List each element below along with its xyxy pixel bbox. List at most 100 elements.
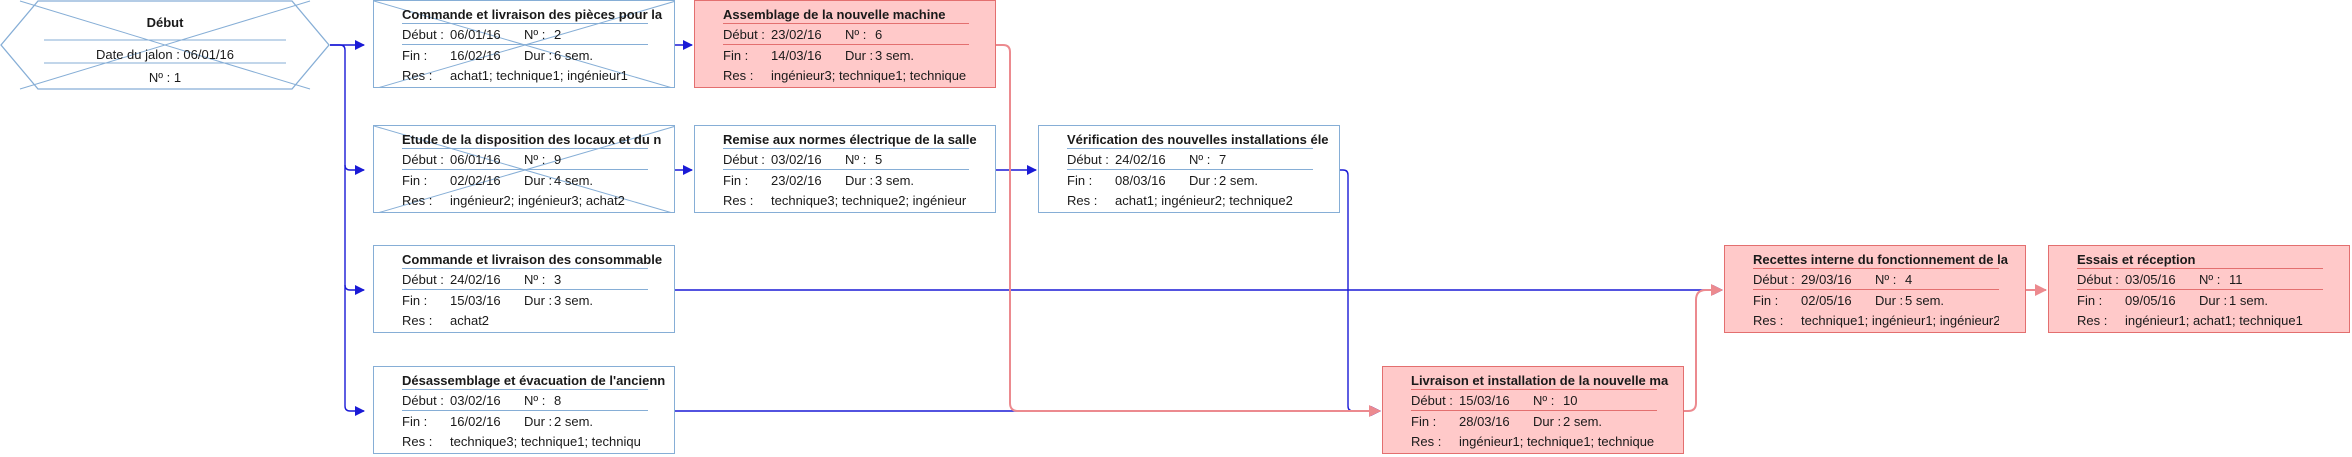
task-title: Essais et réception — [2077, 252, 2196, 267]
task-title: Vérification des nouvelles installations… — [1067, 132, 1329, 147]
resources-value: technique3; technique1; techniqu — [450, 434, 641, 449]
task-node-7[interactable]: Vérification des nouvelles installations… — [1038, 125, 1340, 213]
finish-value: 16/02/16 — [450, 48, 501, 63]
number-label: Nº : — [1189, 152, 1211, 167]
node-cross — [374, 126, 674, 212]
resources-label: Res : — [1411, 434, 1442, 449]
start-label: Début : — [1067, 152, 1109, 167]
finish-value: 08/03/16 — [1115, 173, 1166, 188]
task-node-2[interactable]: Commande et livraison des pièces pour la… — [373, 0, 675, 88]
duration-value: 5 sem. — [1905, 293, 1945, 308]
duration-value: 2 sem. — [1219, 173, 1259, 188]
link-1-to-9 — [330, 44, 365, 175]
resources-value: achat2 — [450, 313, 490, 328]
task-node-9[interactable]: Etude de la disposition des locaux et du… — [373, 125, 675, 213]
start-value: 29/03/16 — [1801, 272, 1852, 287]
milestone-start[interactable]: Début Date du jalon : 06/01/16 Nº : 1 — [0, 0, 330, 90]
task-resources-row: Res :ingénieur3; technique1; technique — [723, 65, 969, 86]
duration-label: Dur : — [845, 48, 874, 63]
task-node-4[interactable]: Recettes interne du fonctionnement de la… — [1724, 245, 2026, 333]
number-label: Nº : — [524, 152, 546, 167]
task-title: Commande et livraison des pièces pour la — [402, 7, 663, 22]
finish-label: Fin : — [402, 173, 428, 188]
start-label: Début : — [402, 152, 444, 167]
number-label: Nº : — [2199, 272, 2221, 287]
duration-label: Dur : — [1533, 414, 1562, 429]
task-node-5[interactable]: Remise aux normes électrique de la salle… — [694, 125, 996, 213]
start-label: Début : — [723, 27, 765, 42]
milestone-hexagon — [0, 0, 330, 90]
number-value: 8 — [554, 393, 562, 408]
link-10-to-4 — [1682, 284, 1723, 412]
task-title: Remise aux normes électrique de la salle — [723, 132, 977, 147]
finish-value: 28/03/16 — [1459, 414, 1510, 429]
number-label: Nº : — [524, 393, 546, 408]
start-label: Début : — [1411, 393, 1453, 408]
start-label: Début : — [402, 272, 444, 287]
duration-value: 2 sem. — [554, 414, 594, 429]
resources-value: technique3; technique2; ingénieur — [771, 193, 967, 208]
task-title: Etude de la disposition des locaux et du… — [402, 132, 662, 147]
task-finish-row: Fin : 23/02/16 Dur :3 sem. — [723, 169, 969, 191]
resources-value: ingénieur3; technique1; technique — [771, 68, 967, 83]
start-label: Début : — [1753, 272, 1795, 287]
resources-label: Res : — [723, 193, 754, 208]
finish-value: 02/05/16 — [1801, 293, 1852, 308]
finish-value: 09/05/16 — [2125, 293, 2176, 308]
finish-value: 02/02/16 — [450, 173, 501, 188]
start-value: 24/02/16 — [450, 272, 501, 287]
duration-label: Dur : — [524, 293, 553, 308]
resources-label: Res : — [402, 434, 433, 449]
task-resources-row: Res : technique3; technique1; techniqu — [402, 431, 648, 452]
finish-label: Fin : — [723, 173, 749, 188]
number-value: 6 — [875, 27, 883, 42]
number-label: Nº : — [1533, 393, 1555, 408]
task-title: Désassemblage et évacuation de l'ancienn — [402, 373, 666, 388]
finish-label: Fin : — [402, 48, 428, 63]
resources-value: ingénieur1; achat1; technique1 — [2125, 313, 2303, 328]
link-6-to-10 — [994, 44, 1381, 417]
task-title: Livraison et installation de la nouvelle… — [1411, 373, 1669, 388]
number-label: Nº : — [524, 27, 546, 42]
finish-value: 23/02/16 — [771, 173, 822, 188]
start-value: 15/03/16 — [1459, 393, 1510, 408]
number-value: 3 — [554, 272, 562, 287]
duration-value: 3 sem. — [875, 173, 915, 188]
start-label: Début : — [2077, 272, 2119, 287]
number-label: Nº : — [845, 152, 867, 167]
start-label: Début : — [723, 152, 765, 167]
resources-label: Res : — [402, 193, 433, 208]
duration-label: Dur : — [845, 173, 874, 188]
start-value: 03/02/16 — [450, 393, 501, 408]
task-title: Recettes interne du fonctionnement de la — [1753, 252, 2008, 267]
resources-label: Res : — [1753, 313, 1784, 328]
finish-label: Fin : — [1753, 293, 1779, 308]
start-value: 03/02/16 — [771, 152, 822, 167]
milestone-title: Début — [146, 15, 184, 30]
duration-label: Dur : — [524, 48, 553, 63]
task-node-8[interactable]: Désassemblage et évacuation de l'ancienn… — [373, 366, 675, 454]
task-title: Commande et livraison des consommable — [402, 252, 663, 267]
duration-label: Dur : — [524, 414, 553, 429]
resources-label: Res : — [402, 68, 433, 83]
duration-value: 1 sem. — [2229, 293, 2269, 308]
task-resources-row: Res :technique1; ingénieur1; ingénieur2 — [1753, 310, 1999, 331]
resources-value: achat1; technique1; ingénieur1 — [450, 68, 628, 83]
milestone-date: Date du jalon : 06/01/16 — [95, 47, 235, 62]
task-node-10[interactable]: Livraison et installation de la nouvelle… — [1382, 366, 1684, 454]
